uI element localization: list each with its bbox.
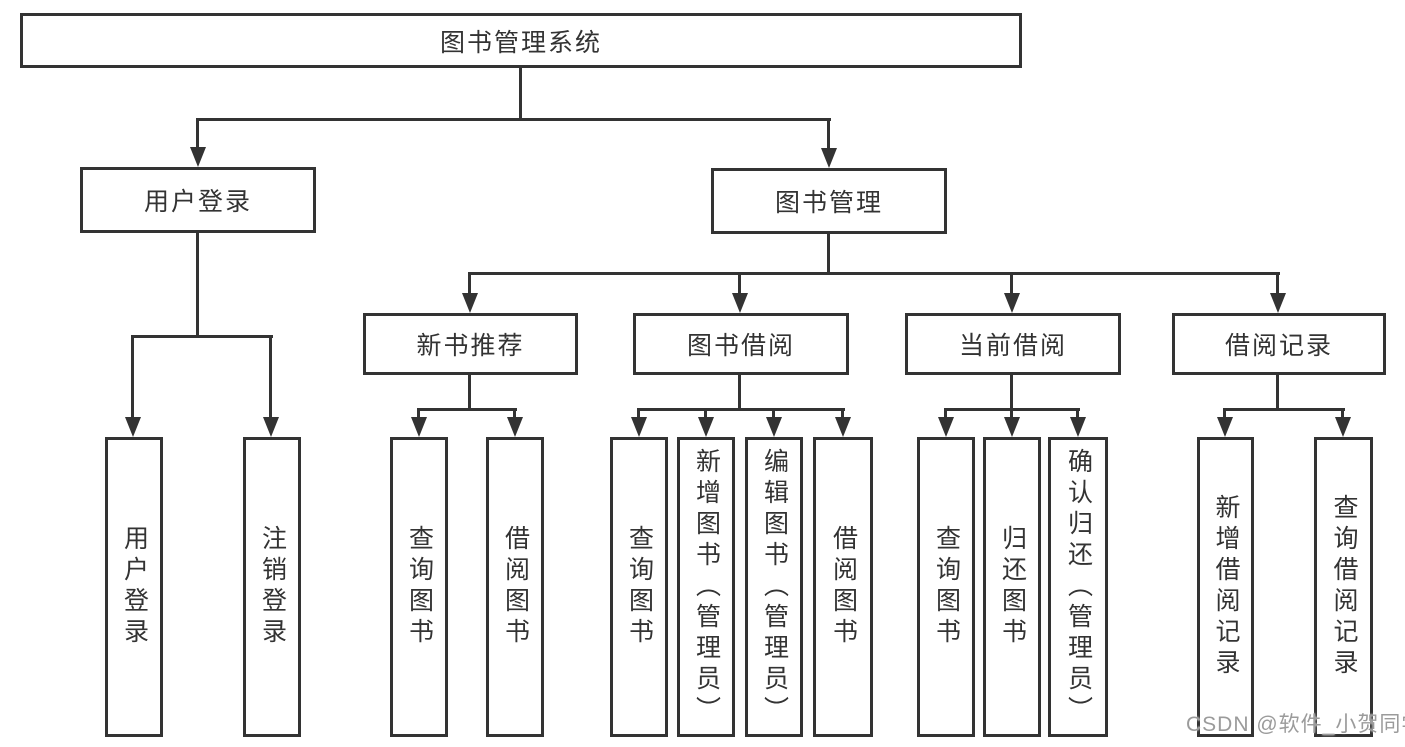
arrow-down-icon	[1004, 293, 1020, 313]
arrow-down-icon	[1070, 417, 1086, 437]
node-root-system: 图书管理系统	[20, 13, 1022, 68]
connector-rail-borrow-records	[1223, 408, 1345, 411]
node-book-mgmt: 图书管理	[711, 168, 947, 234]
connector-drop-leaf	[944, 408, 947, 420]
leaf-records-query-record: 查询借阅记录	[1314, 437, 1373, 737]
connector-rail-level3	[468, 272, 1280, 275]
arrow-down-icon	[821, 148, 837, 168]
node-book-borrow: 图书借阅	[633, 313, 849, 375]
connector-user-login-stub	[196, 232, 199, 337]
arrow-down-icon	[631, 417, 647, 437]
leaf-borrow-edit-books-admin: 编辑图书（管理员）	[745, 437, 803, 737]
node-borrow-records: 借阅记录	[1172, 313, 1386, 375]
arrow-down-icon	[698, 417, 714, 437]
connector-root-stub	[519, 68, 522, 119]
leaf-borrow-query-books: 查询图书	[610, 437, 668, 737]
arrow-down-icon	[125, 417, 141, 437]
connector-drop-leaf	[1010, 408, 1013, 420]
arrow-down-icon	[1270, 293, 1286, 313]
arrow-down-icon	[411, 417, 427, 437]
connector-drop-borrow-records	[1276, 272, 1279, 296]
leaf-current-confirm-return-admin: 确认归还（管理员）	[1048, 437, 1108, 737]
connector-rail-level2	[197, 118, 831, 121]
connector-drop-book-mgmt	[827, 118, 830, 150]
connector-drop-new-book-rec	[468, 272, 471, 296]
leaf-logout: 注销登录	[243, 437, 301, 737]
connector-drop-login	[131, 335, 134, 419]
leaf-newrec-borrow-books: 借阅图书	[486, 437, 544, 737]
connector-borrow-records-stub	[1276, 375, 1279, 408]
connector-drop-leaf	[637, 408, 640, 420]
arrow-down-icon	[507, 417, 523, 437]
arrow-down-icon	[263, 417, 279, 437]
leaf-newrec-query-books: 查询图书	[390, 437, 448, 737]
arrow-down-icon	[190, 147, 206, 167]
arrow-down-icon	[732, 293, 748, 313]
arrow-down-icon	[938, 417, 954, 437]
connector-drop-user-login	[196, 118, 199, 149]
arrow-down-icon	[1004, 417, 1020, 437]
arrow-down-icon	[835, 417, 851, 437]
node-current-borrow: 当前借阅	[905, 313, 1121, 375]
arrow-down-icon	[1217, 417, 1233, 437]
connector-drop-logout	[269, 335, 272, 419]
connector-drop-leaf	[704, 408, 707, 420]
leaf-user-login: 用户登录	[105, 437, 163, 737]
connector-rail-new-book-rec	[417, 408, 517, 411]
connector-drop-book-borrow	[738, 272, 741, 296]
leaf-current-return-books: 归还图书	[983, 437, 1041, 737]
leaf-records-add-record: 新增借阅记录	[1197, 437, 1254, 737]
connector-book-borrow-stub	[738, 375, 741, 408]
connector-drop-leaf	[1341, 408, 1344, 420]
connector-drop-leaf	[513, 408, 516, 420]
node-new-book-rec: 新书推荐	[363, 313, 578, 375]
node-user-login: 用户登录	[80, 167, 316, 233]
arrow-down-icon	[766, 417, 782, 437]
connector-drop-current-borrow	[1010, 272, 1013, 296]
leaf-borrow-add-books-admin: 新增图书（管理员）	[677, 437, 735, 737]
arrow-down-icon	[462, 293, 478, 313]
connector-rail-user-login	[131, 335, 273, 338]
connector-drop-leaf	[417, 408, 420, 420]
connector-current-borrow-stub	[1010, 375, 1013, 408]
connector-new-book-rec-stub	[468, 375, 471, 408]
connector-rail-book-borrow	[637, 408, 845, 411]
leaf-current-query-books: 查询图书	[917, 437, 975, 737]
connector-drop-leaf	[1223, 408, 1226, 420]
connector-book-mgmt-stub	[827, 233, 830, 275]
csdn-watermark: CSDN @软件_小贺同学	[1186, 713, 1405, 736]
arrow-down-icon	[1335, 417, 1351, 437]
connector-drop-leaf	[772, 408, 775, 420]
connector-drop-leaf	[841, 408, 844, 420]
leaf-borrow-borrow-books: 借阅图书	[813, 437, 873, 737]
connector-drop-leaf	[1076, 408, 1079, 420]
